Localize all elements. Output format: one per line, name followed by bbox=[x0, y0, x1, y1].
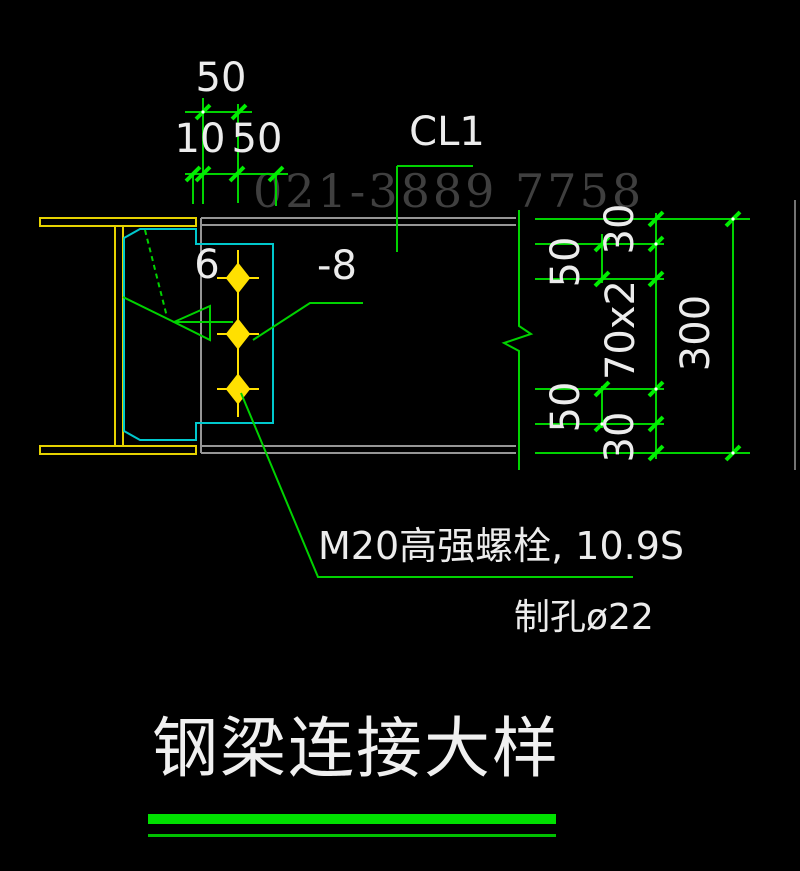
weld-leader-dashed bbox=[144, 229, 168, 318]
hole-note: 制孔ø22 bbox=[514, 597, 654, 638]
plate-thickness-label: -8 bbox=[317, 243, 357, 289]
plate-leader bbox=[252, 302, 363, 341]
bolt-1 bbox=[217, 250, 259, 306]
dim-right-gauge-top: 50 bbox=[543, 236, 589, 288]
weld-leader-solid bbox=[122, 296, 175, 323]
top-dimension-ticks bbox=[184, 103, 285, 183]
shear-plate bbox=[123, 228, 274, 441]
weld-size-label: 6 bbox=[194, 242, 220, 288]
dim-right-edge-bottom: 30 bbox=[597, 411, 643, 463]
dim-right-overall: 300 bbox=[673, 294, 719, 372]
beam-label: CL1 bbox=[409, 109, 485, 155]
title-underline bbox=[148, 814, 556, 837]
right-dimension-lines bbox=[535, 213, 750, 459]
top-flange bbox=[39, 217, 197, 227]
weld-symbol bbox=[122, 229, 233, 342]
bolt-note-leader bbox=[240, 392, 633, 578]
watermark-text: 021-3889 7758 bbox=[253, 164, 645, 218]
dim-top-50: 50 bbox=[195, 55, 247, 101]
bottom-flange bbox=[39, 445, 197, 455]
bolt-3 bbox=[217, 361, 259, 417]
secondary-beam-lines bbox=[200, 217, 516, 454]
break-line bbox=[501, 210, 534, 470]
dim-right-gauge-bottom: 50 bbox=[543, 381, 589, 433]
dimension-node-dots bbox=[201, 110, 735, 455]
dim-top-10: 10 bbox=[174, 116, 226, 162]
bolt-note: M20高强螺栓, 10.9S bbox=[318, 524, 685, 568]
bolt-group bbox=[217, 250, 259, 417]
bolt-2 bbox=[217, 306, 259, 362]
dim-top-50b: 50 bbox=[231, 116, 283, 162]
web bbox=[114, 225, 124, 447]
drawing-title: 钢梁连接大样 bbox=[152, 710, 560, 787]
beam-label-leader bbox=[396, 165, 473, 252]
